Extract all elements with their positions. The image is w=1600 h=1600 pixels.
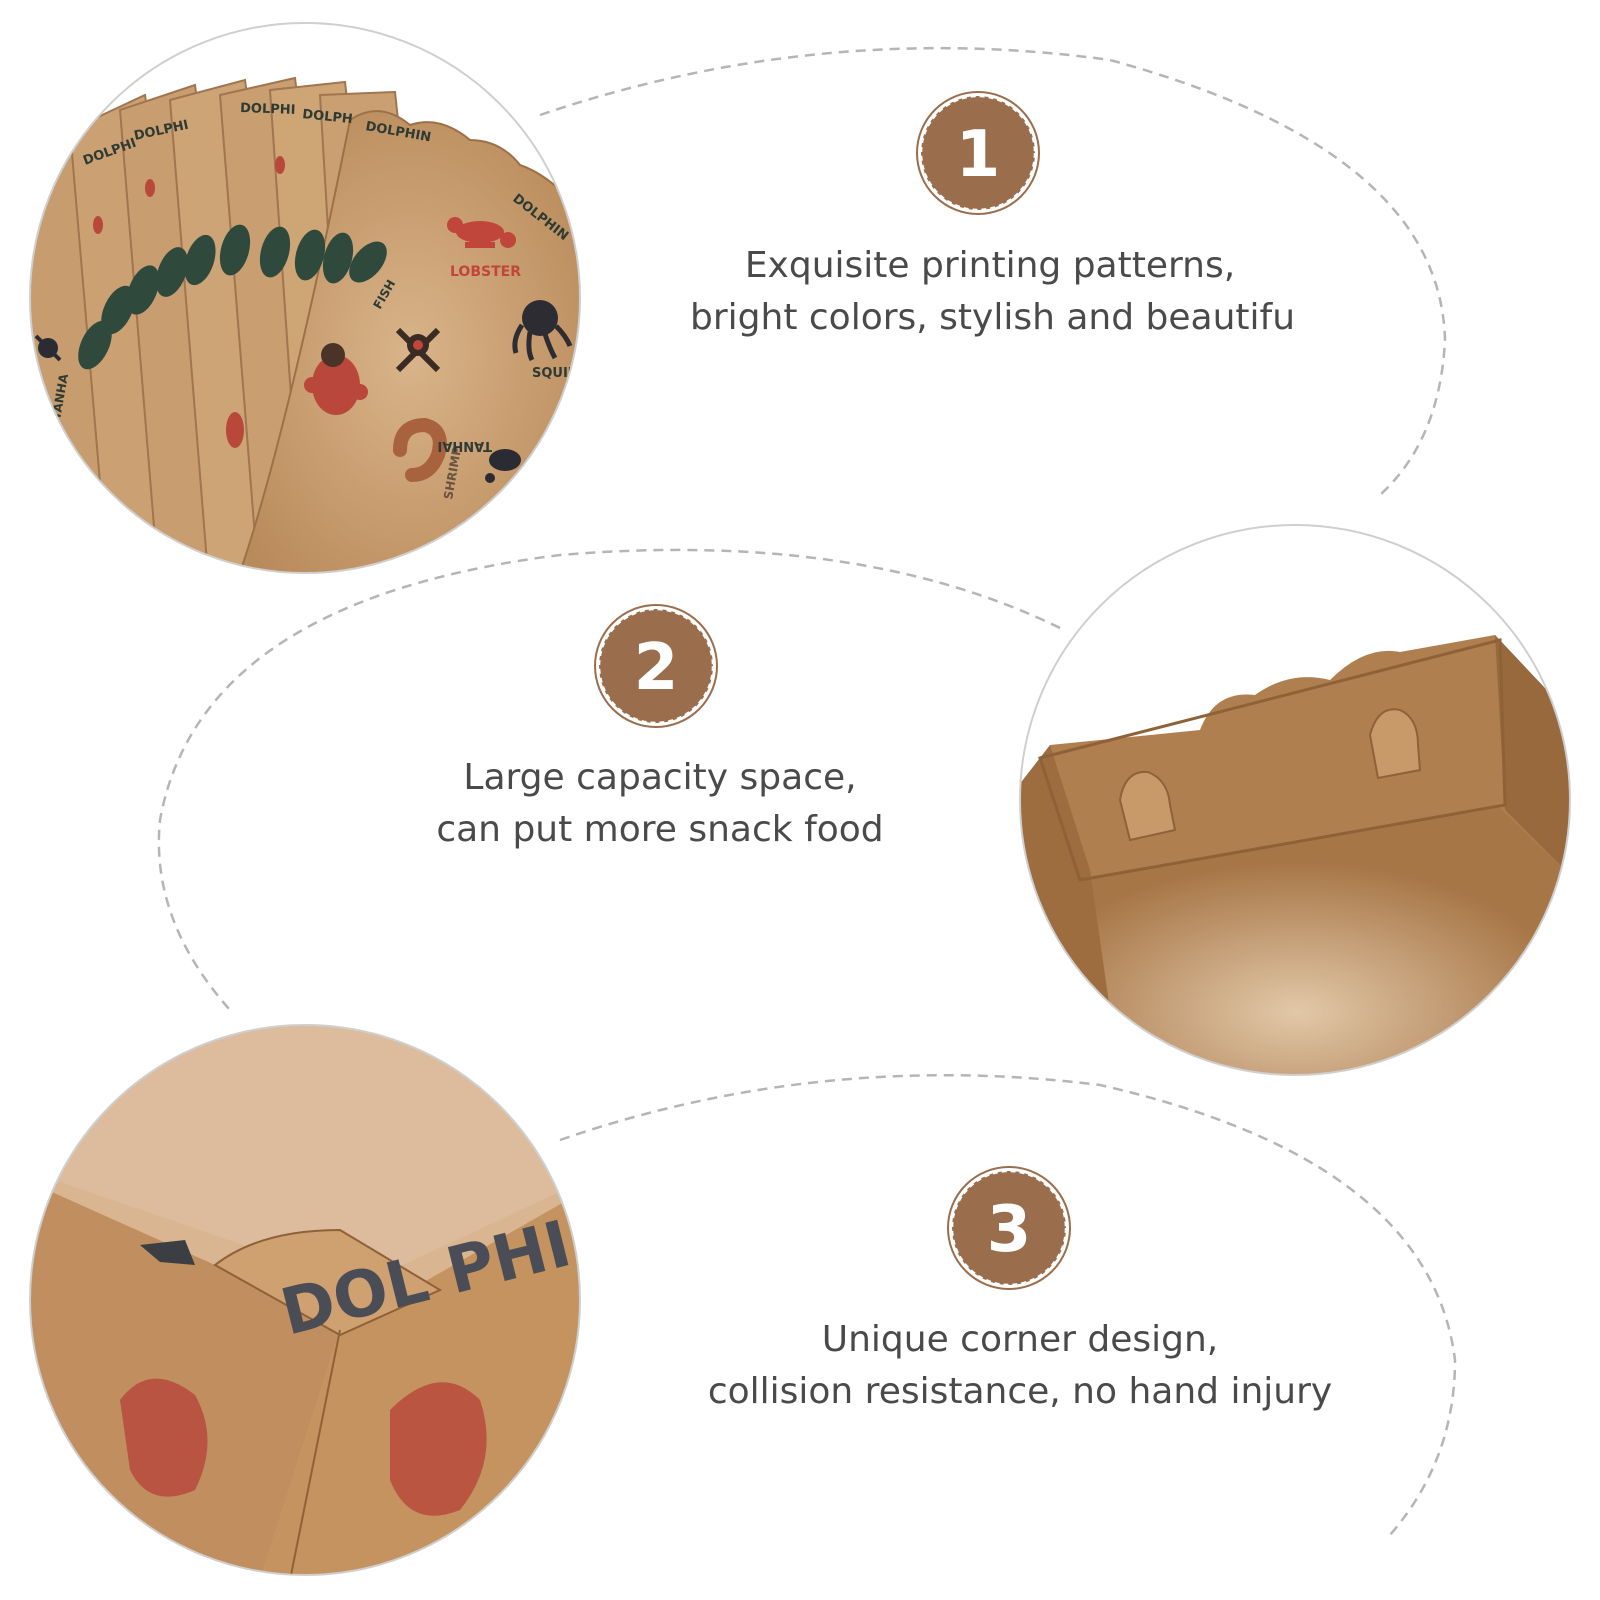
shrimp-print — [393, 417, 447, 482]
dashed-arc-3 — [559, 1073, 1457, 1536]
corner-fold-flap — [213, 1228, 443, 1337]
badge-number-1: 1 — [956, 118, 1001, 192]
pirate-print — [34, 334, 62, 362]
feature-2-line-1: Large capacity space, — [463, 757, 857, 798]
print-label-lobster: LOBSTER — [450, 264, 521, 280]
dark-fish-print — [140, 1240, 195, 1265]
red-lobster-print-right — [390, 1382, 487, 1516]
feature-3-line-2: collision resistance, no hand injury — [707, 1371, 1333, 1412]
print-label-tanhai: TANHAI — [437, 438, 492, 453]
feature-3-line-1: Unique corner design, — [821, 1319, 1219, 1360]
badge-1: 1 — [916, 91, 1040, 215]
feature-caption-2: Large capacity space, can put more snack… — [400, 752, 920, 856]
lobster-print — [447, 217, 516, 248]
feature-1-line-2: bright colors, stylish and beautifu — [690, 297, 1296, 338]
print-label-dolphin-1: DOLPH — [302, 107, 354, 127]
red-print-accents — [93, 156, 285, 448]
print-label-squid: SQUID — [532, 366, 579, 381]
squid-print — [512, 300, 573, 362]
feature-2-line-2: can put more snack food — [436, 809, 884, 850]
green-fish-prints — [78, 224, 387, 370]
feature-1-line-1: Exquisite printing patterns, — [744, 245, 1236, 286]
dashed-arc-2 — [157, 548, 1061, 1011]
print-label-dolphin-6: DOLPHI — [240, 101, 296, 118]
badge-number-2: 2 — [634, 631, 679, 705]
feature-caption-3: Unique corner design, collision resistan… — [700, 1314, 1340, 1418]
photo-tray-capacity — [1019, 524, 1571, 1076]
corner-tab-left — [1118, 770, 1177, 842]
feature-caption-1: Exquisite printing patterns, bright colo… — [690, 240, 1296, 344]
skull-print — [395, 327, 441, 373]
photo-printed-trays: DOLPH DOLPHI DOLPHI DOLPHIN DOLPHIN DOLP… — [29, 22, 581, 574]
red-lobster-print-left — [120, 1378, 208, 1497]
photo-corner-detail: DOL PHI — [29, 1024, 581, 1576]
red-lobster-character — [304, 343, 368, 415]
dashed-arc-1 — [539, 46, 1447, 496]
badge-3: 3 — [947, 1166, 1071, 1290]
corner-tab-right — [1368, 708, 1422, 780]
dashed-connector-lines — [157, 46, 1457, 1536]
badge-number-3: 3 — [987, 1193, 1032, 1267]
badge-2: 2 — [594, 604, 718, 728]
